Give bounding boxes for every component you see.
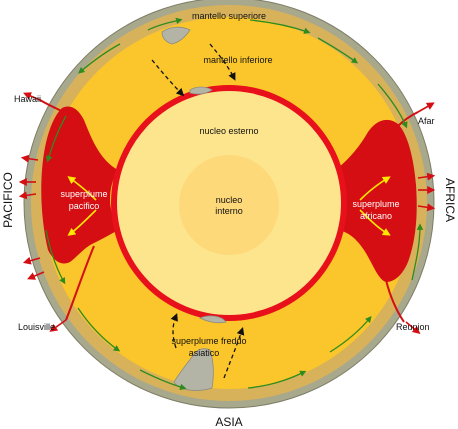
louisville-label: Louisville bbox=[18, 322, 55, 332]
africa-label: AFRICA bbox=[443, 178, 457, 222]
cold-downwelling-arrows bbox=[151, 43, 245, 379]
inner-core-label-line2: interno bbox=[215, 206, 243, 216]
african-superplume-label-line2: africano bbox=[360, 211, 392, 221]
hawaii-label: Hawaii bbox=[14, 94, 41, 104]
african-plume-tail-afar bbox=[397, 111, 419, 127]
inner-core bbox=[179, 155, 279, 255]
outer-core-label: nucleo esterno bbox=[199, 126, 258, 136]
upper-mantle-label: mantello superiore bbox=[192, 11, 266, 21]
african-superplume-label-line1: superplume bbox=[352, 199, 399, 209]
hotspot-markers bbox=[18, 92, 436, 335]
afar-label: Afar bbox=[418, 116, 435, 126]
pacific-plume-tail-louisville bbox=[65, 245, 95, 321]
cold-slab-asia bbox=[173, 348, 214, 391]
pacific-plume-tail-hawaii bbox=[39, 99, 71, 116]
plume-flow-arrows bbox=[67, 176, 391, 236]
african-superplume bbox=[338, 119, 417, 283]
pacific-superplume-label-line2: pacifico bbox=[69, 201, 100, 211]
cold-slab-core-top bbox=[189, 86, 213, 95]
reunion-label: Reunion bbox=[396, 322, 430, 332]
cold-slab-core-bottom bbox=[199, 315, 227, 324]
asian-cold-superplume-label-line1: superplume freddo bbox=[171, 336, 246, 346]
african-plume-tail-reunion bbox=[385, 279, 405, 323]
pacific-superplume-label-line1: superplume bbox=[60, 189, 107, 199]
cold-slab-top bbox=[161, 26, 191, 45]
lower-mantle-label: mantello inferiore bbox=[203, 55, 272, 65]
inner-core-label-line1: nucleo bbox=[216, 195, 243, 205]
upper-mantle-flow-arrows bbox=[45, 17, 424, 391]
asian-cold-superplume-label-line2: asiatico bbox=[189, 348, 220, 358]
asia-label: ASIA bbox=[215, 415, 242, 429]
pacific-ocean-label: PACIFICO bbox=[1, 172, 15, 228]
